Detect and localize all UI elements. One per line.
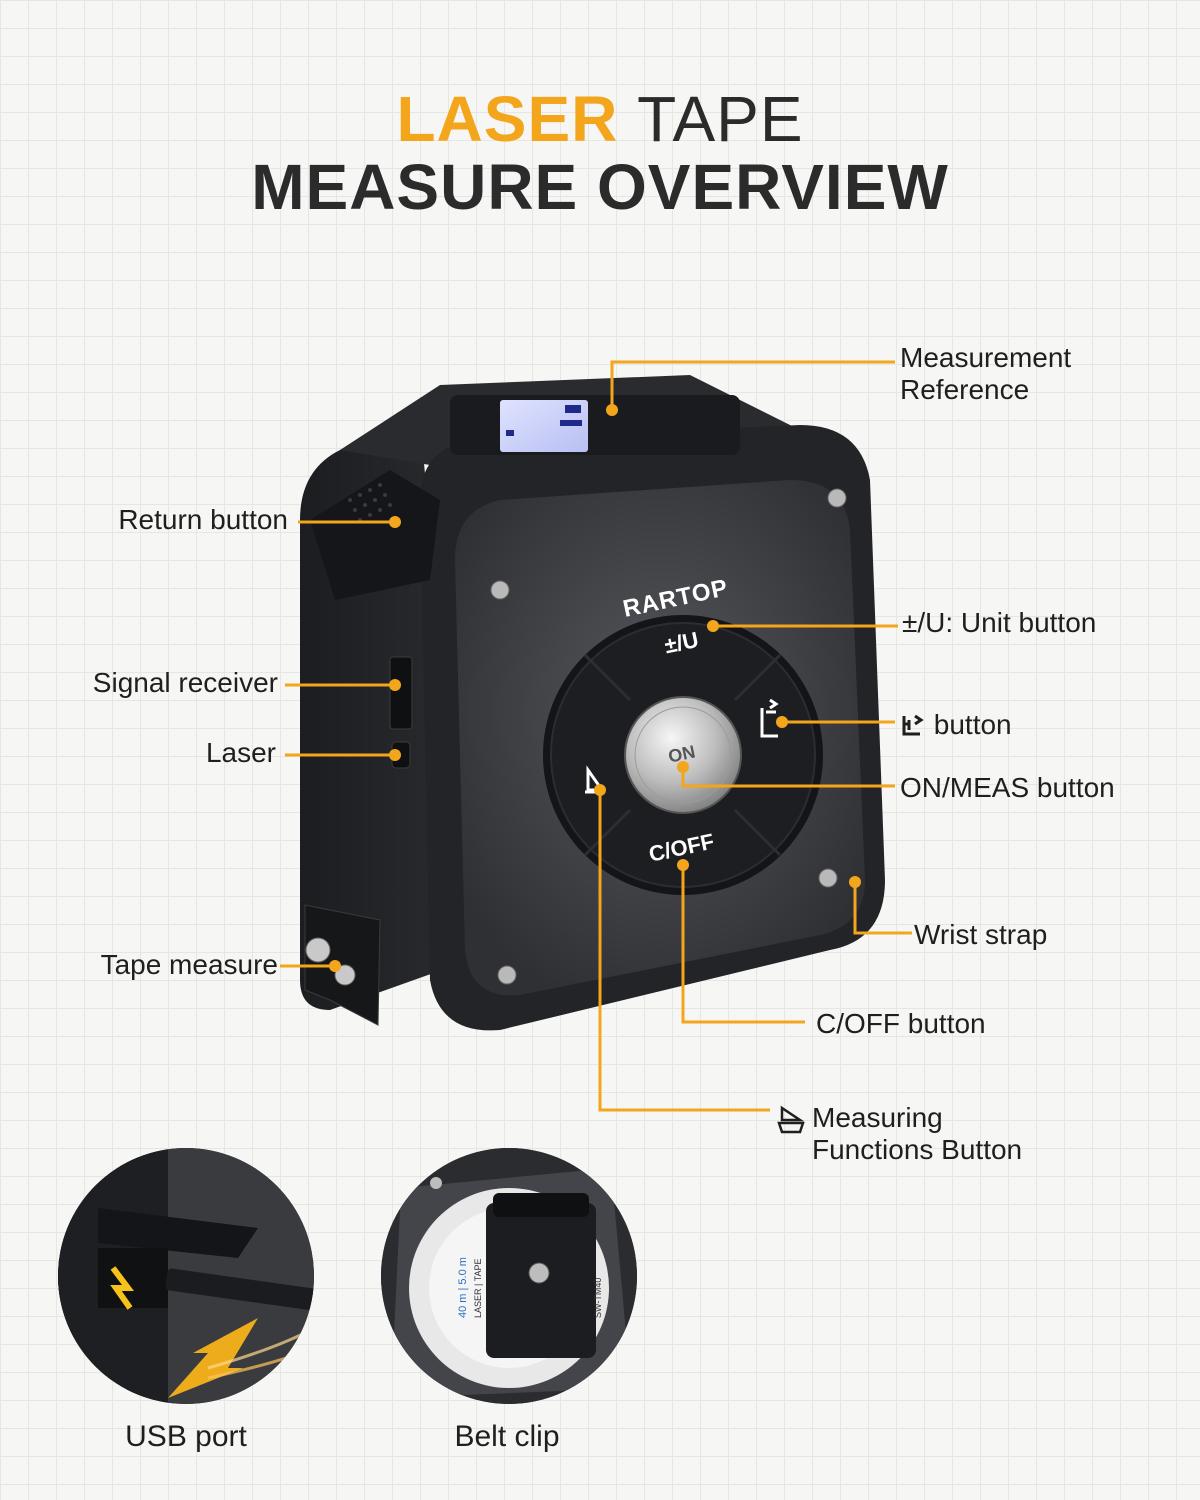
screw-bottom-right xyxy=(818,868,838,888)
lcd-screen-housing xyxy=(450,395,740,455)
page-title-line1: LASER TAPE xyxy=(0,82,1200,156)
callout-ref-button-text: button xyxy=(933,709,1012,740)
usb-port-caption: USB port xyxy=(125,1420,247,1453)
page-title-line2: MEASURE OVERVIEW xyxy=(251,151,949,223)
measuring-function-icon xyxy=(777,1105,805,1134)
callout-measurement-reference-line2: Reference xyxy=(900,374,1030,405)
callout-unit-button: ±/U: Unit button xyxy=(902,607,1097,638)
screw-top-right xyxy=(827,488,847,508)
belt-clip-thumbnail: 40 m | 5.0 m LASER | TAPE SW-TM40 xyxy=(381,1148,637,1404)
ref-icon xyxy=(902,714,924,736)
title-accent-word: LASER xyxy=(396,83,619,155)
usb-port-thumbnail xyxy=(58,1148,314,1404)
callout-signal-receiver: Signal receiver xyxy=(92,667,278,698)
callout-tape-measure: Tape measure xyxy=(100,949,278,980)
belt-clip-model: SW-TM40 xyxy=(593,1278,603,1318)
belt-clip-illustration: 40 m | 5.0 m LASER | TAPE SW-TM40 xyxy=(381,1148,637,1404)
callout-coff-button: C/OFF button xyxy=(816,1008,986,1039)
callout-ref-button: button xyxy=(900,709,1012,741)
callout-measuring-functions: Measuring Functions Button xyxy=(776,1102,1022,1166)
callout-wrist-strap: Wrist strap xyxy=(914,919,1048,950)
laser-window xyxy=(391,741,411,769)
return-button-shape xyxy=(310,470,440,600)
callout-measuring-functions-line1: Measuring xyxy=(812,1102,943,1133)
belt-clip-range: 40 m | 5.0 m xyxy=(457,1257,469,1318)
callout-laser: Laser xyxy=(205,737,276,768)
screw-top-left xyxy=(490,580,510,600)
callout-measurement-reference-line1: Measurement xyxy=(900,342,1072,373)
screw-bottom-left xyxy=(497,965,517,985)
callout-measuring-functions-line2: Functions Button xyxy=(812,1134,1023,1165)
title-rest-word: TAPE xyxy=(637,83,804,155)
belt-clip-type: LASER | TAPE xyxy=(473,1258,483,1318)
usb-port-illustration xyxy=(58,1148,314,1404)
callout-return-button: Return button xyxy=(118,504,288,535)
callout-on-meas-button: ON/MEAS button xyxy=(900,772,1115,803)
callout-measurement-reference: Measurement Reference xyxy=(900,342,1071,406)
device-ref-icon xyxy=(760,698,779,738)
signal-receiver-window xyxy=(389,656,413,730)
belt-clip-caption: Belt clip xyxy=(454,1420,560,1453)
